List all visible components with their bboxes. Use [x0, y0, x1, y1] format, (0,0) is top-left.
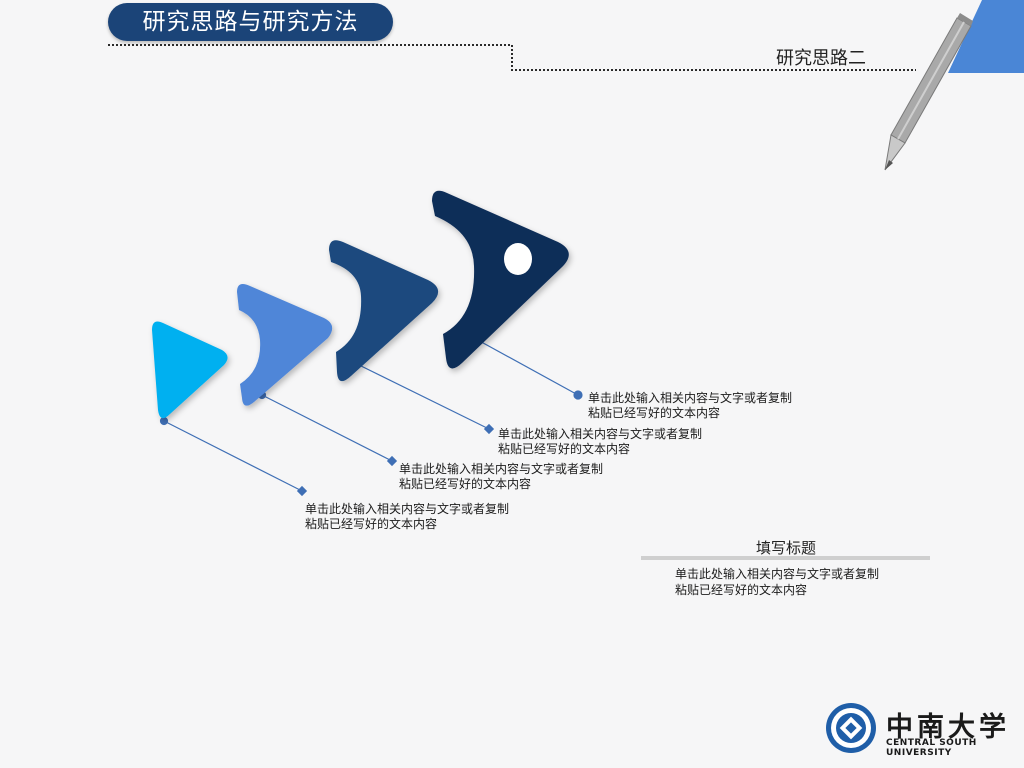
corner-accent-shape	[948, 0, 1024, 73]
page-title: 研究思路与研究方法	[108, 3, 393, 41]
info-line2: 粘贴已经写好的文本内容	[675, 583, 808, 597]
step-4-line2: 粘贴已经写好的文本内容	[588, 406, 721, 420]
step-3-line2: 粘贴已经写好的文本内容	[498, 442, 631, 456]
logo-name-cn: 中南大学	[886, 712, 1010, 743]
step-3-line1: 单击此处输入相关内容与文字或者复制	[498, 427, 703, 441]
step-4-line1: 单击此处输入相关内容与文字或者复制	[588, 391, 793, 405]
step-1-text: 单击此处输入相关内容与文字或者复制 粘贴已经写好的文本内容	[305, 502, 509, 532]
step-4-arrow	[432, 190, 569, 369]
logo-name-en: CENTRAL SOUTH UNIVERSITY	[886, 738, 977, 758]
step-2-arrow	[237, 284, 333, 406]
step-2-text: 单击此处输入相关内容与文字或者复制 粘贴已经写好的文本内容	[399, 462, 603, 492]
step-4-text: 单击此处输入相关内容与文字或者复制 粘贴已经写好的文本内容	[588, 391, 792, 421]
info-line1: 单击此处输入相关内容与文字或者复制	[675, 567, 880, 581]
step-2-line1: 单击此处输入相关内容与文字或者复制	[399, 462, 604, 476]
info-title: 填写标题	[755, 539, 816, 557]
step-2-line2: 粘贴已经写好的文本内容	[399, 477, 532, 491]
pencil-icon	[884, 13, 973, 171]
step-1-line2: 粘贴已经写好的文本内容	[305, 517, 438, 531]
step-1-line1: 单击此处输入相关内容与文字或者复制	[305, 502, 510, 516]
step-3-arrow	[329, 240, 439, 382]
section-title: 研究思路二	[776, 48, 866, 69]
step-1-arrow	[152, 321, 228, 419]
step-4-dot	[504, 243, 532, 275]
info-text: 单击此处输入相关内容与文字或者复制 粘贴已经写好的文本内容	[675, 566, 879, 598]
info-divider	[641, 556, 930, 560]
step-3-text: 单击此处输入相关内容与文字或者复制 粘贴已经写好的文本内容	[498, 427, 702, 457]
